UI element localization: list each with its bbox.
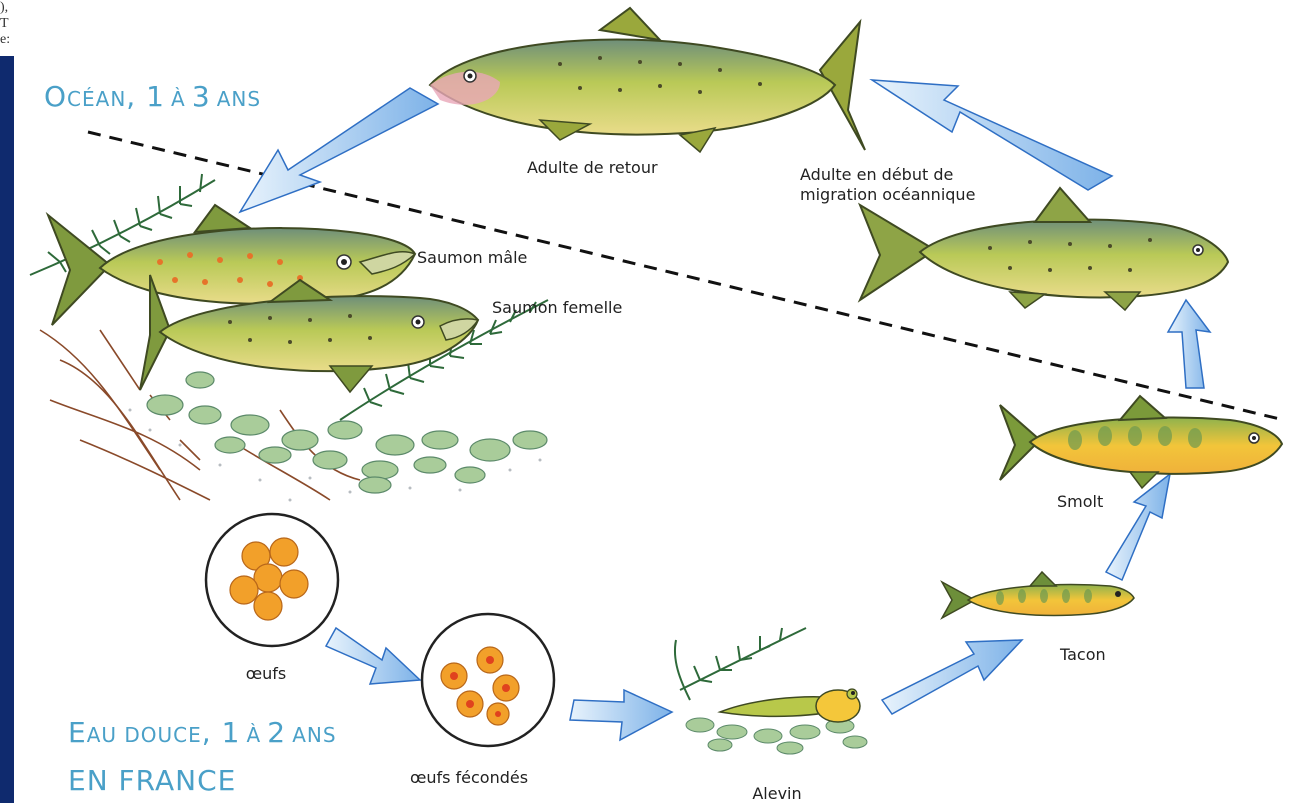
ocean-title-ans: ANS <box>217 87 261 111</box>
returning-adult-fish <box>430 8 865 152</box>
smolt-fish <box>1000 396 1282 488</box>
freshwater-zone-subtitle: EN FRANCE <box>68 764 236 797</box>
ocean-title-a: À <box>171 87 186 111</box>
freshwater-title-initial: E <box>68 716 87 749</box>
gravel-stones <box>147 372 547 493</box>
fertilized-eggs-circle <box>422 614 554 746</box>
freshwater-title-line2: EN FRANCE <box>68 764 236 797</box>
ocean-title-sep: , <box>126 80 146 113</box>
label-parr: Tacon <box>1060 645 1106 665</box>
ocean-title-max: 3 <box>192 80 211 113</box>
alevin-gravel <box>686 718 867 754</box>
ocean-zone-title: OCÉAN, 1 À 3 ANS <box>44 80 261 113</box>
label-early-migration-adult: Adulte en début de migration océannique <box>800 165 975 205</box>
ocean-title-initial: O <box>44 80 67 113</box>
label-male-salmon: Saumon mâle <box>417 248 527 268</box>
ocean-title-rest: CÉAN <box>67 87 126 111</box>
alevin-group <box>675 628 867 754</box>
freshwater-title-rest: AU DOUCE <box>87 723 202 747</box>
label-fertilized-eggs: œufs fécondés <box>410 768 528 788</box>
arrow-return-to-spawn <box>240 88 438 212</box>
label-returning-adult: Adulte de retour <box>527 158 658 178</box>
early-migration-adult-fish <box>860 188 1228 310</box>
freshwater-title-max: 2 <box>267 716 286 749</box>
parr-tacon-fish <box>942 572 1134 618</box>
arrow-alevin-to-tacon <box>882 640 1022 714</box>
freshwater-title-min: 1 <box>222 716 241 749</box>
label-female-salmon: Saumon femelle <box>492 298 622 318</box>
eggs-circle <box>206 514 338 646</box>
label-eggs: œufs <box>246 664 286 684</box>
alevin-fern <box>675 628 806 700</box>
arrow-eggs-to-fertilized <box>326 628 420 684</box>
label-early-migration-line1: Adulte en début de <box>800 165 975 185</box>
freshwater-title-ans: ANS <box>292 723 336 747</box>
arrow-tacon-to-smolt <box>1106 474 1170 580</box>
label-early-migration-line2: migration océannique <box>800 185 975 205</box>
freshwater-title-sep: , <box>202 716 222 749</box>
ocean-title-min: 1 <box>146 80 165 113</box>
arrow-fertilized-to-alevin <box>570 690 672 740</box>
freshwater-title-a: À <box>247 723 262 747</box>
freshwater-zone-title: EAU DOUCE, 1 À 2 ANS <box>68 716 337 749</box>
cycle-arrows <box>240 80 1210 740</box>
label-smolt: Smolt <box>1057 492 1103 512</box>
arrow-smolt-to-migration <box>1168 300 1210 388</box>
label-alevin: Alevin <box>752 784 801 804</box>
